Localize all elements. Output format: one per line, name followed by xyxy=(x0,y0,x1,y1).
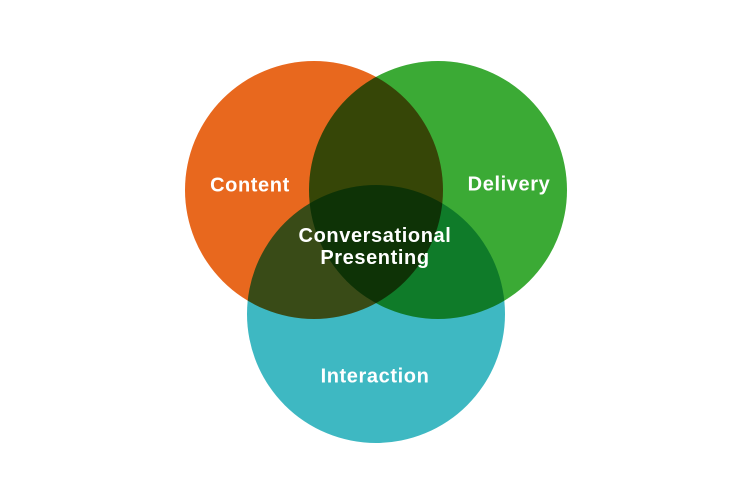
interaction-circle-label: Interaction xyxy=(320,365,430,388)
delivery-circle-label: Delivery xyxy=(467,173,551,196)
content-circle-label: Content xyxy=(210,174,290,197)
interaction-circle xyxy=(247,185,505,443)
center-label-line1: Conversational xyxy=(298,225,452,247)
center-label-line2: Presenting xyxy=(320,247,430,269)
center-overlap-label: Conversational Presenting xyxy=(299,225,452,269)
